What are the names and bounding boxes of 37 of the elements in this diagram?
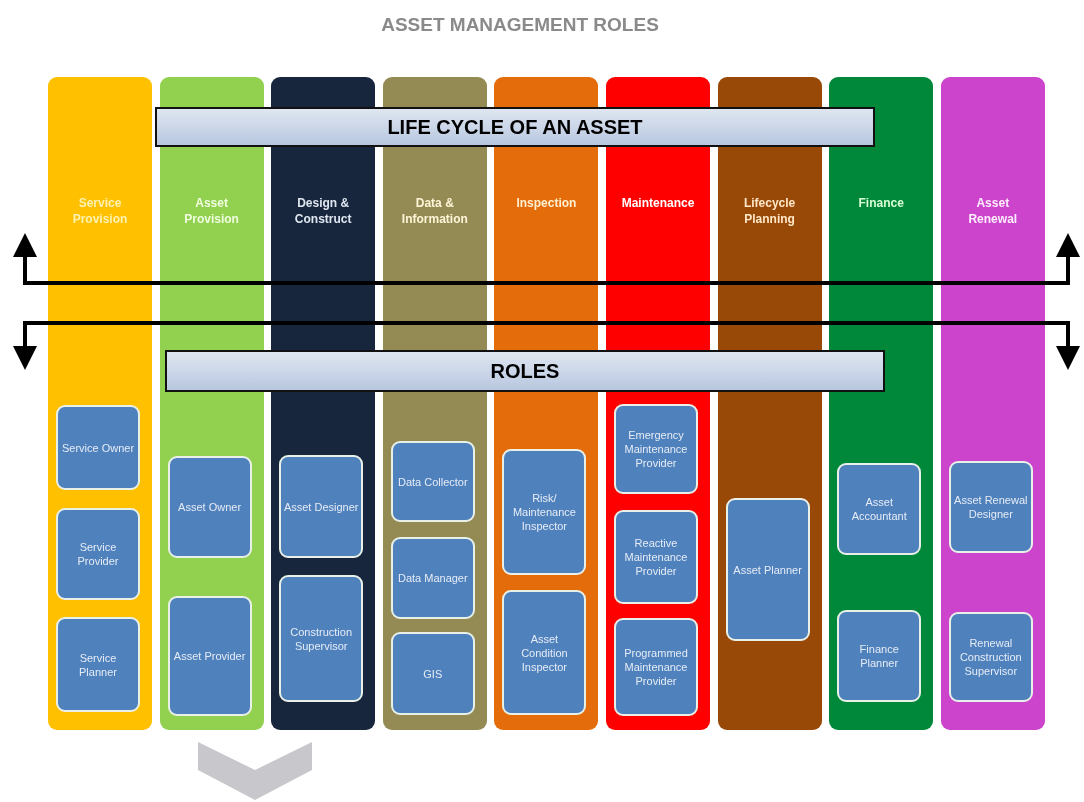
- role-box: Service Owner: [56, 405, 140, 490]
- role-box: Finance Planner: [837, 610, 922, 702]
- role-box: GIS: [390, 632, 475, 715]
- column-heading: Data & Information: [400, 195, 469, 227]
- role-box: Data Manager: [390, 537, 475, 619]
- role-box: Asset Planner: [725, 498, 810, 641]
- role-box: Asset Owner: [167, 456, 252, 558]
- role-box: Service Planner: [56, 617, 140, 712]
- role-box: Data Collector: [390, 441, 475, 522]
- column-heading: Finance: [857, 195, 905, 211]
- role-box: Asset Renewal Designer: [948, 461, 1033, 553]
- column-heading: Lifecycle Planning: [742, 195, 797, 227]
- role-box: Emergency Maintenance Provider: [614, 404, 698, 494]
- column-heading: Asset Provision: [183, 195, 240, 227]
- role-box: Programmed Maintenance Provider: [614, 618, 698, 716]
- column-heading: Design & Construct: [293, 195, 353, 227]
- banner: LIFE CYCLE OF AN ASSET: [155, 107, 875, 147]
- banner: ROLES: [165, 350, 885, 392]
- column-heading: Maintenance: [620, 195, 696, 211]
- column-heading: Service Provision: [71, 195, 129, 227]
- column-heading: Asset Renewal: [967, 195, 1019, 227]
- role-box: Asset Condition Inspector: [502, 590, 587, 715]
- role-box: Service Provider: [56, 508, 140, 600]
- column-heading: Inspection: [515, 195, 578, 211]
- diagram-title: ASSET MANAGEMENT ROLES: [380, 14, 660, 36]
- role-box: Risk/ Maintenance Inspector: [502, 449, 587, 575]
- role-box: Asset Provider: [167, 596, 252, 716]
- role-box: Reactive Maintenance Provider: [614, 510, 698, 604]
- role-box: Asset Accountant: [837, 463, 922, 555]
- double-headed-arrow: [13, 233, 1080, 285]
- column-panel: [829, 77, 934, 730]
- role-box: Renewal Construction Supervisor: [948, 612, 1033, 702]
- role-box: Asset Designer: [279, 455, 364, 558]
- column-panel: [48, 77, 152, 730]
- column-panel: [940, 77, 1045, 730]
- double-headed-arrow: [13, 321, 1080, 370]
- role-box: Construction Supervisor: [279, 575, 364, 702]
